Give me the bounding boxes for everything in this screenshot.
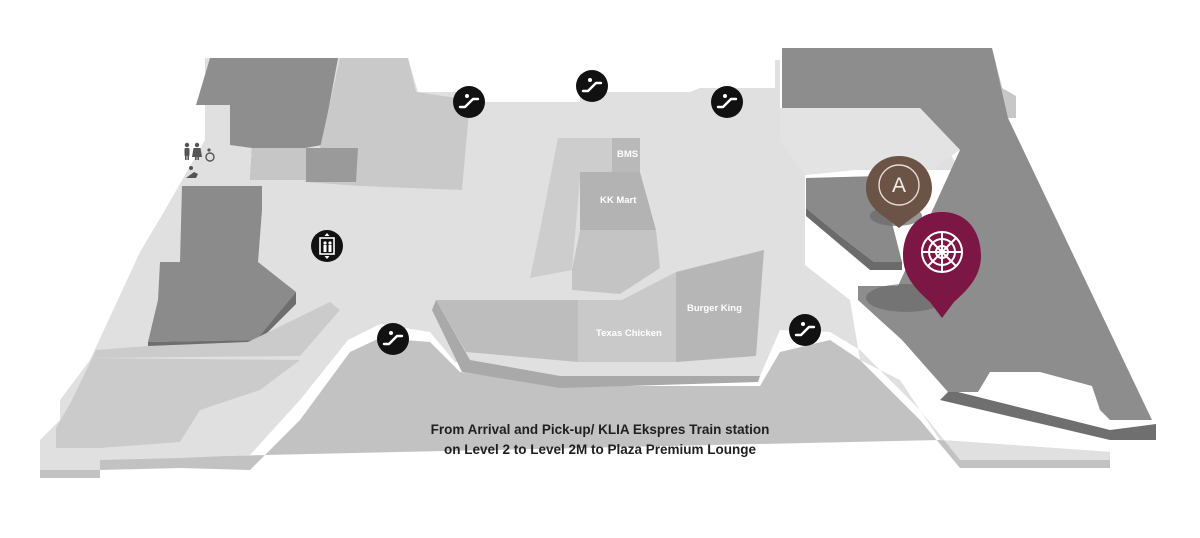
shop-burger-king xyxy=(676,250,764,362)
store-label-kk-mart: KK Mart xyxy=(600,195,637,206)
escalator-icon[interactable] xyxy=(711,86,743,118)
baby-change-icon xyxy=(186,172,198,178)
lift-icon[interactable] xyxy=(311,230,343,262)
escalator-icon[interactable] xyxy=(453,86,485,118)
pin-plaza-premium-lounge[interactable] xyxy=(903,212,981,318)
escalator-icon[interactable] xyxy=(377,323,409,355)
store-label-texas-chicken: Texas Chicken xyxy=(596,328,662,339)
escalator-icon[interactable] xyxy=(789,314,821,346)
escalator-icon[interactable] xyxy=(576,70,608,102)
accessible-icon xyxy=(205,152,215,162)
lounge-wall-edge xyxy=(940,390,1156,440)
route-caption-line-2: on Level 2 to Level 2M to Plaza Premium … xyxy=(443,442,757,457)
shop-column-lower xyxy=(572,230,660,294)
food-court: Texas Chicken Burger King xyxy=(432,250,764,388)
restroom-icon xyxy=(184,142,215,178)
shop-bms xyxy=(612,138,640,172)
shop-block-mid-dark xyxy=(306,148,358,182)
lounge-inner-block-edge xyxy=(806,208,902,270)
lounge-light-strip xyxy=(992,48,1016,118)
pin-a-ring xyxy=(878,164,920,206)
shop-block-large-dark xyxy=(148,186,296,342)
plaza-premium-logo-icon xyxy=(921,231,963,273)
left-shops xyxy=(56,58,470,448)
centre-shops: BMS KK Mart xyxy=(530,138,660,294)
food-court-edge xyxy=(432,300,760,388)
shop-food-left xyxy=(436,300,578,362)
pin-lounge-a[interactable]: A xyxy=(866,156,932,228)
pin-a-letter: A xyxy=(892,174,906,197)
shop-block-mid-light xyxy=(250,148,306,180)
shop-block-lower-left xyxy=(56,302,340,448)
route-caption-line-1: From Arrival and Pick-up/ KLIA Ekspres T… xyxy=(430,422,770,437)
store-label-bms: BMS xyxy=(617,149,638,160)
lounge-floor-left xyxy=(780,108,960,175)
route-caption: From Arrival and Pick-up/ KLIA Ekspres T… xyxy=(340,420,860,460)
floor-edge xyxy=(40,338,1110,478)
shop-texas-chicken xyxy=(578,272,676,362)
shop-kk-mart xyxy=(580,172,656,232)
store-label-burger-king: Burger King xyxy=(687,303,742,314)
